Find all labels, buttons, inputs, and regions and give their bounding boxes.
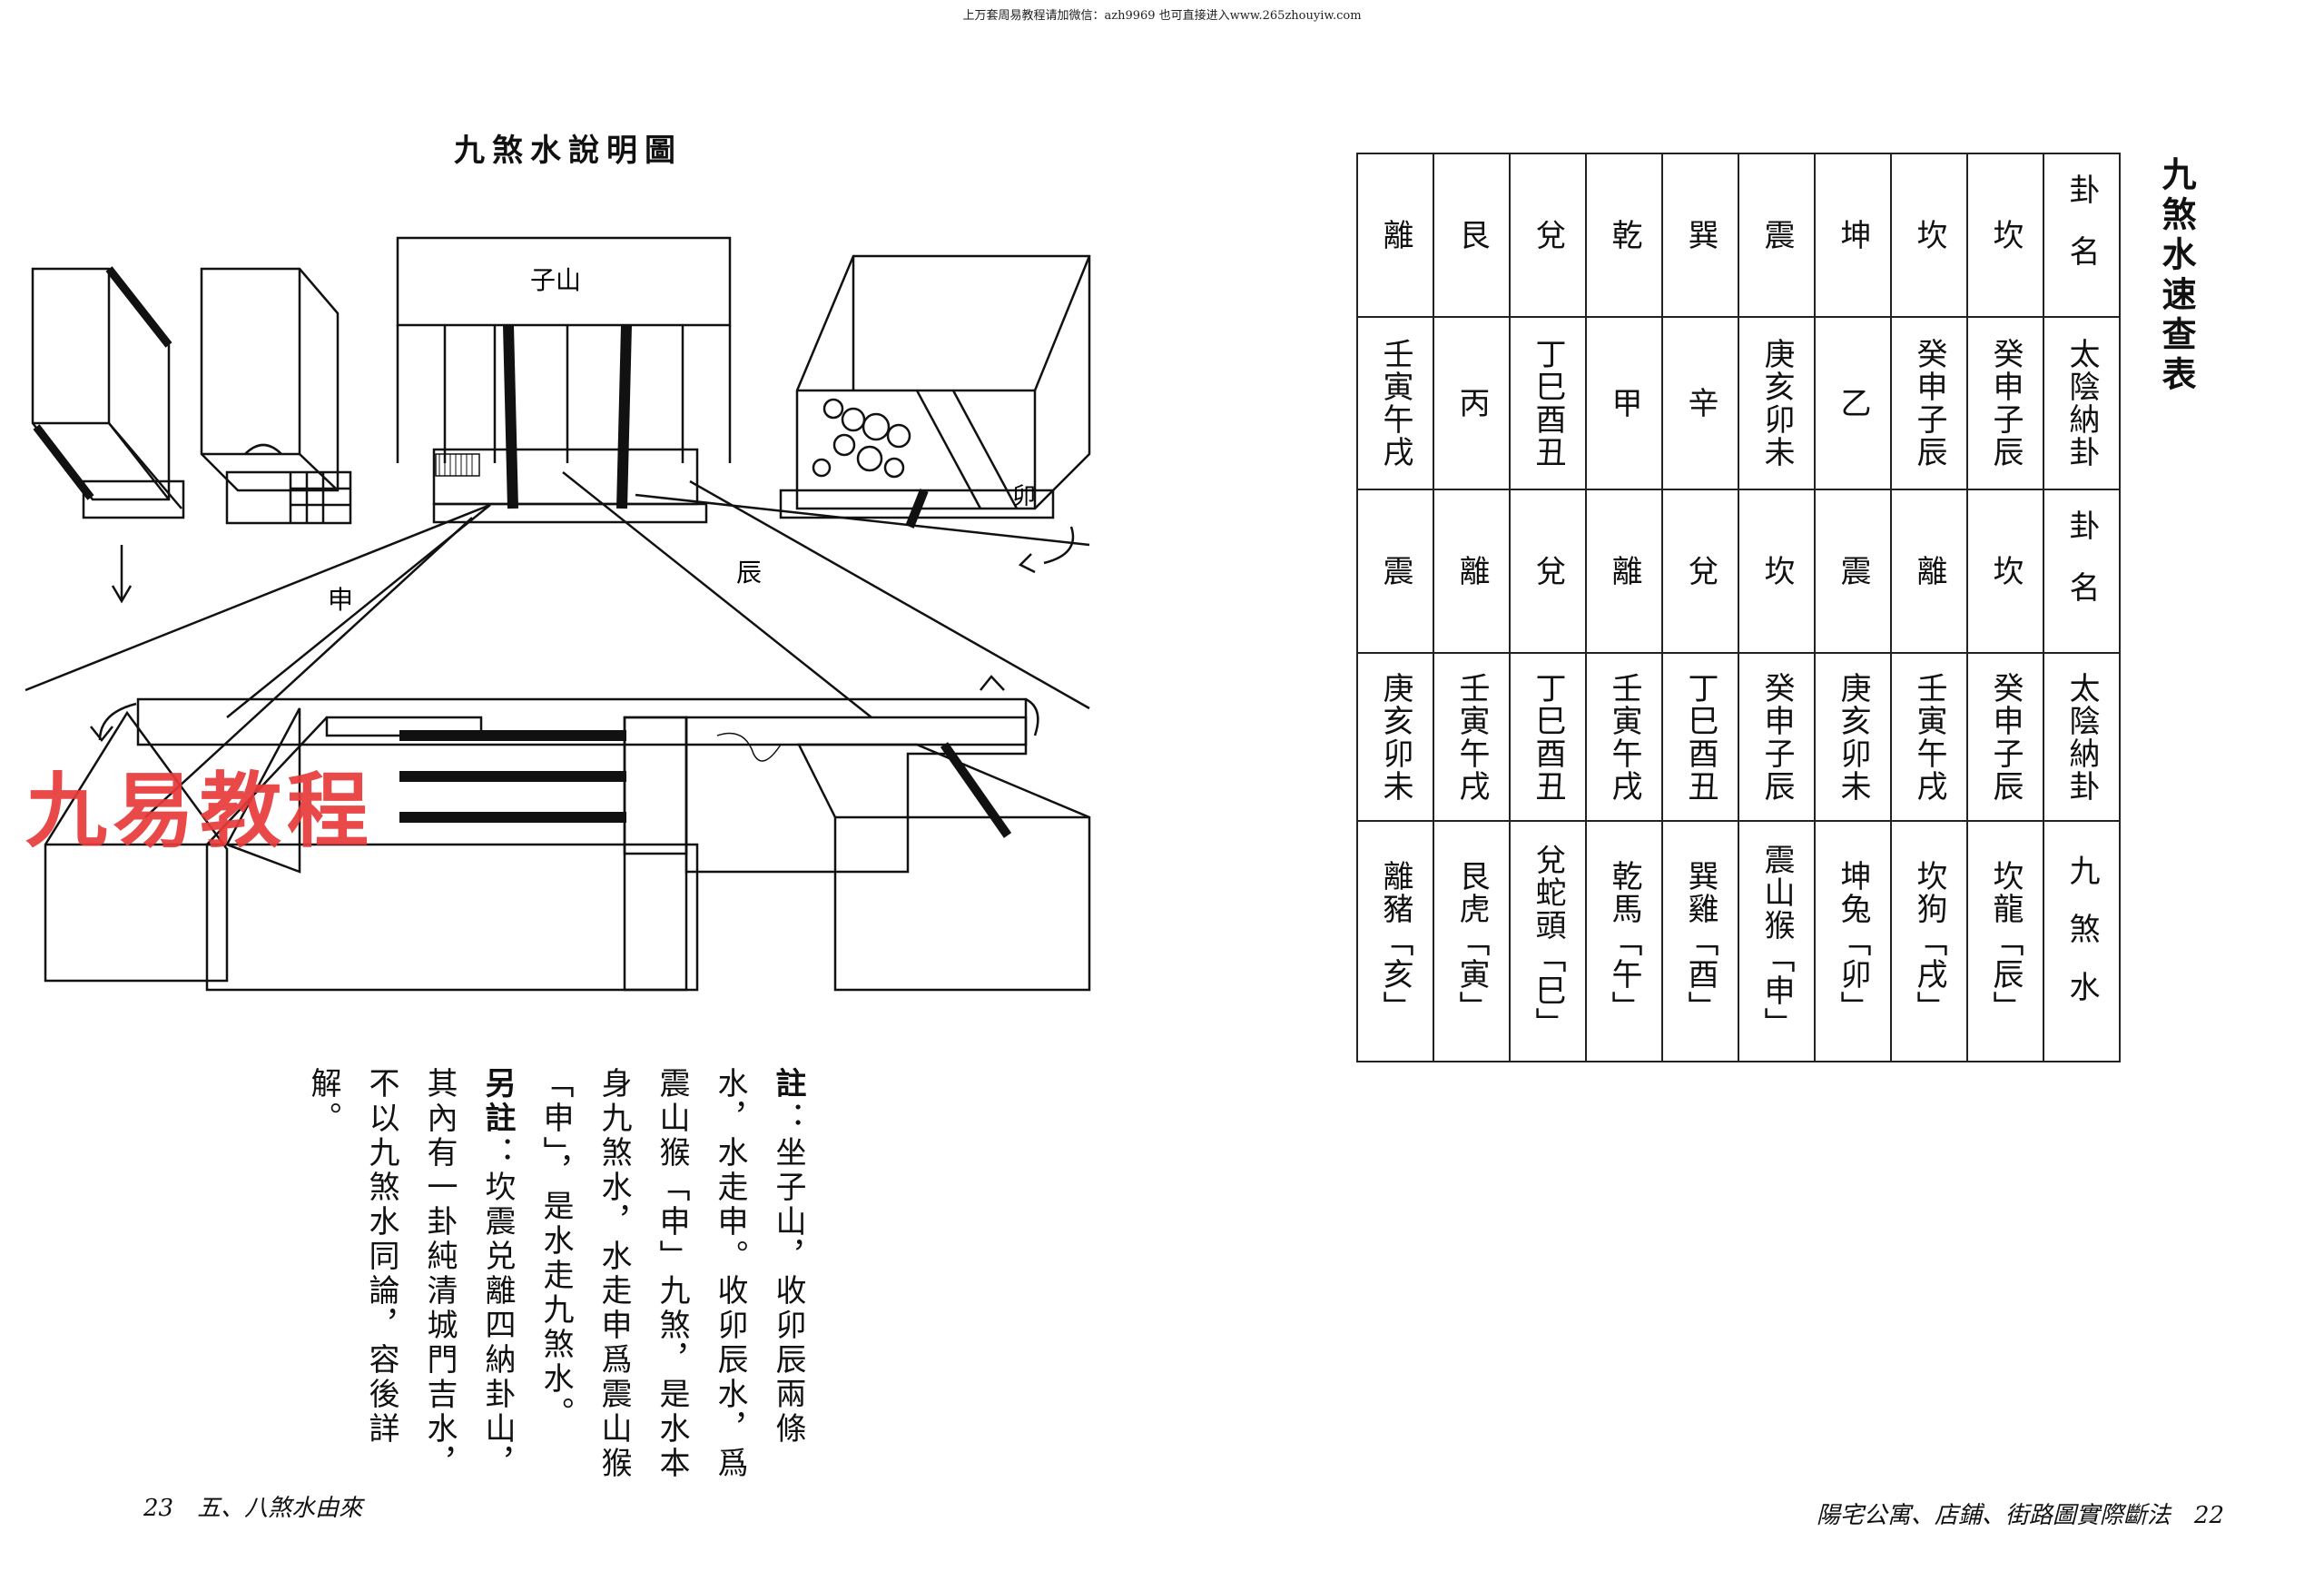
- table-cell: 兌: [1530, 555, 1566, 588]
- table-cell: 壬寅午戌: [1911, 671, 1947, 803]
- note-2-prefix: 另註: [479, 1067, 516, 1136]
- table-cell: 丙: [1453, 387, 1490, 420]
- table-cell: 甲: [1606, 387, 1642, 420]
- table-cell: 庚亥卯未: [1835, 671, 1871, 803]
- table-cell: 離: [1911, 555, 1947, 588]
- table-cell: 癸申子辰: [1911, 338, 1947, 469]
- table-cell: 乾: [1606, 219, 1642, 252]
- table-cell: 癸申子辰: [1987, 338, 2024, 469]
- table-cell: 震: [1835, 555, 1871, 588]
- footer-left: 23 五、八煞水由來: [143, 1495, 363, 1522]
- table-cell: 坤: [1835, 219, 1871, 252]
- lookup-table: 離 艮 兌 乾 巽 震 坤 坎 坎 卦名 壬寅午戌 丙 丁巳酉丑 甲 辛 庚亥卯…: [1356, 153, 2121, 1062]
- table-cell: 震: [1758, 219, 1795, 252]
- table-cell: 丁巳酉丑: [1530, 338, 1566, 469]
- table-cell: 艮: [1453, 219, 1490, 252]
- note-1-prefix: 註: [770, 1067, 806, 1102]
- table-cell: 離豬「亥」: [1377, 859, 1413, 1023]
- table-cell: 坤兔「卯」: [1835, 859, 1871, 1023]
- table-cell: 離: [1377, 219, 1413, 252]
- table-cell: 丁巳酉丑: [1682, 671, 1718, 803]
- table-cell: 壬寅午戌: [1453, 671, 1490, 803]
- table-cell: 巽雞「酉」: [1682, 859, 1718, 1023]
- table-row-header: 卦名: [2063, 509, 2100, 633]
- table-row-taiyin-2: 庚亥卯未 壬寅午戌 丁巳酉丑 壬寅午戌 丁巳酉丑 癸申子辰 庚亥卯未 壬寅午戌 …: [1356, 652, 2121, 822]
- table-row-guaname: 離 艮 兌 乾 巽 震 坤 坎 坎 卦名: [1356, 153, 2121, 318]
- label-mountain: 子山: [530, 265, 581, 295]
- table-cell: 癸申子辰: [1758, 671, 1795, 803]
- table-cell: 震: [1377, 555, 1413, 588]
- nine-sha-water-diagram: 子山 申 辰 卯: [25, 236, 1091, 992]
- table-cell: 艮虎「寅」: [1453, 859, 1490, 1023]
- note-1: 註：坐子山，收卯辰兩條水，水走申。收卯辰水，爲震山猴「申」九煞，是水本身九煞水，…: [527, 1067, 817, 1485]
- table-row-taiyin: 壬寅午戌 丙 丁巳酉丑 甲 辛 庚亥卯未 乙 癸申子辰 癸申子辰 太陰納卦: [1356, 316, 2121, 490]
- table-title: 九煞水速查表: [2156, 156, 2197, 396]
- table-cell: 壬寅午戌: [1377, 338, 1413, 469]
- table-cell: 庚亥卯未: [1758, 338, 1795, 469]
- footer-right: 陽宅公寓、店鋪、街路圖實際斷法 22: [1816, 1502, 2224, 1529]
- table-cell: 坎: [1987, 555, 2024, 588]
- table-row-header: 卦名: [2063, 173, 2100, 297]
- label-shen: 申: [328, 585, 353, 615]
- table-cell: 庚亥卯未: [1377, 671, 1413, 803]
- table-row-header: 九煞水: [2063, 854, 2100, 1029]
- table-cell: 震山猴「申」: [1758, 843, 1795, 1040]
- table-cell: 癸申子辰: [1987, 671, 2024, 803]
- table-row-header: 太陰納卦: [2063, 338, 2100, 469]
- table-row-ninesha: 離豬「亥」 艮虎「寅」 兌蛇頭「巳」 乾馬「午」 巽雞「酉」 震山猴「申」 坤兔…: [1356, 820, 2121, 1062]
- table-cell: 兌: [1682, 555, 1718, 588]
- watermark: 九易教程: [25, 764, 374, 859]
- table-cell: 乙: [1835, 387, 1871, 420]
- table-cell: 離: [1606, 555, 1642, 588]
- table-cell: 坎: [1758, 555, 1795, 588]
- table-cell: 坎: [1987, 219, 2024, 252]
- table-cell: 兌: [1530, 219, 1566, 252]
- note-1-text: ：坐子山，收卯辰兩條水，水走申。收卯辰水，爲震山猴「申」九煞，是水本身九煞水，水…: [537, 1067, 806, 1481]
- table-cell: 乾馬「午」: [1606, 859, 1642, 1023]
- table-cell: 坎狗「戌」: [1911, 859, 1947, 1023]
- table-cell: 壬寅午戌: [1606, 671, 1642, 803]
- note-2: 另註：坎震兑離四納卦山，其內有一卦純清城門吉水，不以九煞水同論，容後詳解。: [294, 1067, 527, 1485]
- table-cell: 坎: [1911, 219, 1947, 252]
- label-chen: 辰: [736, 558, 762, 588]
- table-cell: 坎龍「辰」: [1987, 859, 2024, 1023]
- table-cell: 丁巳酉丑: [1530, 671, 1566, 803]
- table-row-header: 太陰納卦: [2063, 671, 2100, 803]
- table-cell: 巽: [1682, 219, 1718, 252]
- note-2-text: ：坎震兑離四納卦山，其內有一卦純清城門吉水，不以九煞水同論，容後詳解。: [305, 1067, 516, 1481]
- notes-block: 註：坐子山，收卯辰兩條水，水走申。收卯辰水，爲震山猴「申」九煞，是水本身九煞水，…: [294, 1067, 817, 1485]
- table-cell: 兌蛇頭「巳」: [1530, 843, 1566, 1040]
- label-mao: 卯: [1012, 483, 1036, 510]
- table-cell: 辛: [1682, 387, 1718, 420]
- table-cell: 離: [1453, 555, 1490, 588]
- top-banner: 上万套周易教程请加微信：azh9969 也可直接进入www.265zhouyiw…: [962, 9, 1362, 23]
- figure-title: 九煞水說明圖: [454, 133, 683, 169]
- table-row-guaname-2: 震 離 兌 離 兌 坎 震 離 坎 卦名: [1356, 489, 2121, 654]
